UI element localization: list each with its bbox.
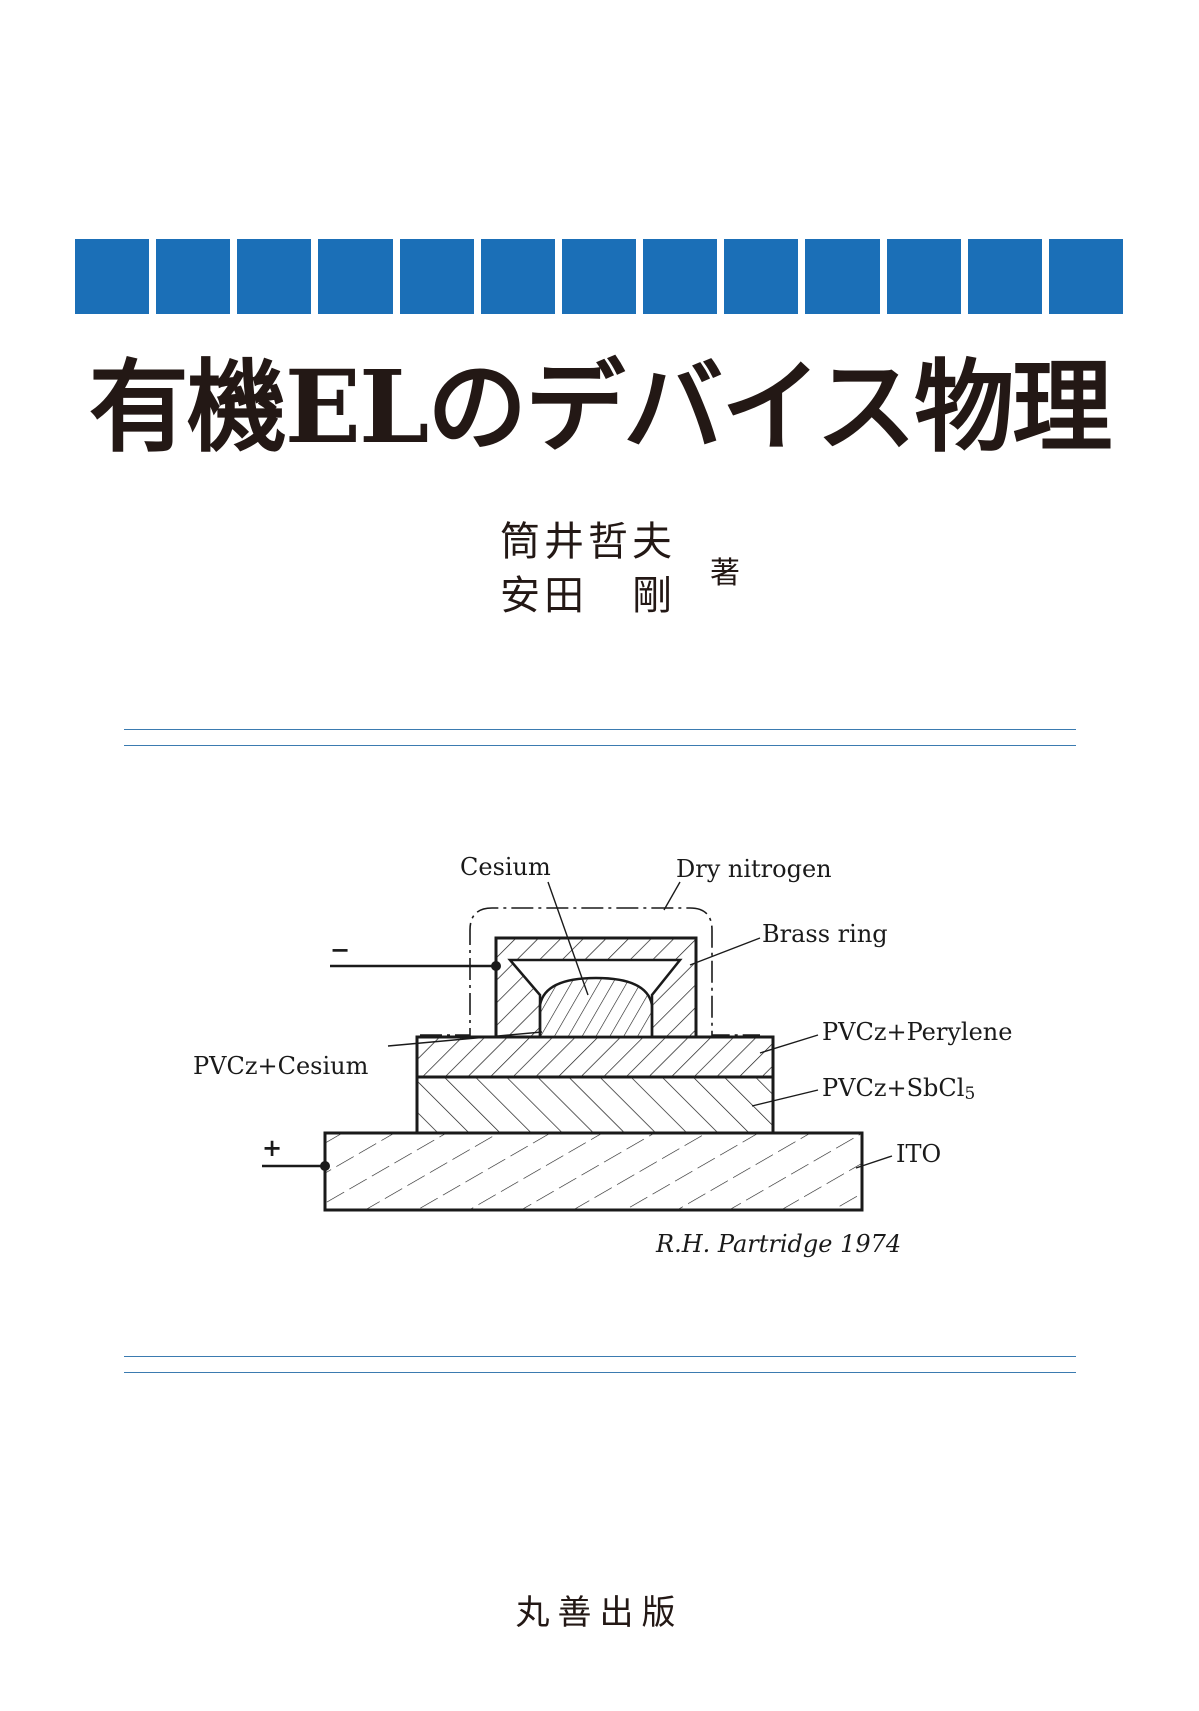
cesium-drop (538, 976, 654, 1039)
color-block (1048, 239, 1124, 314)
color-block (318, 239, 393, 314)
color-block (967, 239, 1042, 314)
plus-sign: + (262, 1133, 282, 1162)
device-diagram: Cesium Dry nitrogen Brass ring PVCz+Pery… (0, 820, 1199, 1280)
label-pvcz-sbcl-subscript: 5 (964, 1084, 975, 1104)
color-block (399, 239, 474, 314)
author-name: 筒井哲夫 (500, 519, 676, 565)
label-brass-ring: Brass ring (762, 920, 888, 948)
pvcz-sbcl5-layer (415, 1075, 775, 1135)
pvcz-perylene-layer (415, 1035, 775, 1079)
label-cesium: Cesium (460, 853, 551, 881)
color-block (724, 239, 799, 314)
label-ito: ITO (896, 1140, 941, 1168)
color-block (805, 239, 880, 314)
color-block (237, 239, 312, 314)
label-pvcz-perylene: PVCz+Perylene (822, 1018, 1012, 1046)
color-block (886, 239, 961, 314)
label-pvcz-sbcl-main: PVCz+SbCl (822, 1074, 964, 1102)
author-list: 筒井哲夫 安田 剛 (500, 515, 676, 623)
color-block (156, 239, 231, 314)
color-block (643, 239, 718, 314)
figure-credit: R.H. Partridge 1974 (655, 1230, 901, 1258)
divider-line (124, 1356, 1076, 1357)
divider-line (124, 1372, 1076, 1373)
color-block (561, 239, 637, 314)
color-block (75, 239, 150, 314)
book-title: 有機ELのデバイス物理 (88, 348, 1113, 466)
publisher-name: 丸善出版 (515, 1593, 684, 1633)
divider-line (124, 745, 1076, 746)
color-block (480, 239, 555, 314)
author-name: 安田 剛 (500, 573, 676, 619)
author-suffix: 著 (710, 556, 740, 591)
ito-layer (323, 1131, 864, 1212)
divider-line (124, 729, 1076, 730)
label-pvcz-sbcl5: PVCz+SbCl5 (822, 1074, 975, 1104)
label-dry-nitrogen: Dry nitrogen (676, 855, 832, 883)
label-pvcz-cesium: PVCz+Cesium (193, 1052, 369, 1080)
minus-sign: − (330, 935, 350, 964)
title-color-blocks (75, 239, 1124, 314)
nitrogen-enclosure (420, 907, 760, 1036)
